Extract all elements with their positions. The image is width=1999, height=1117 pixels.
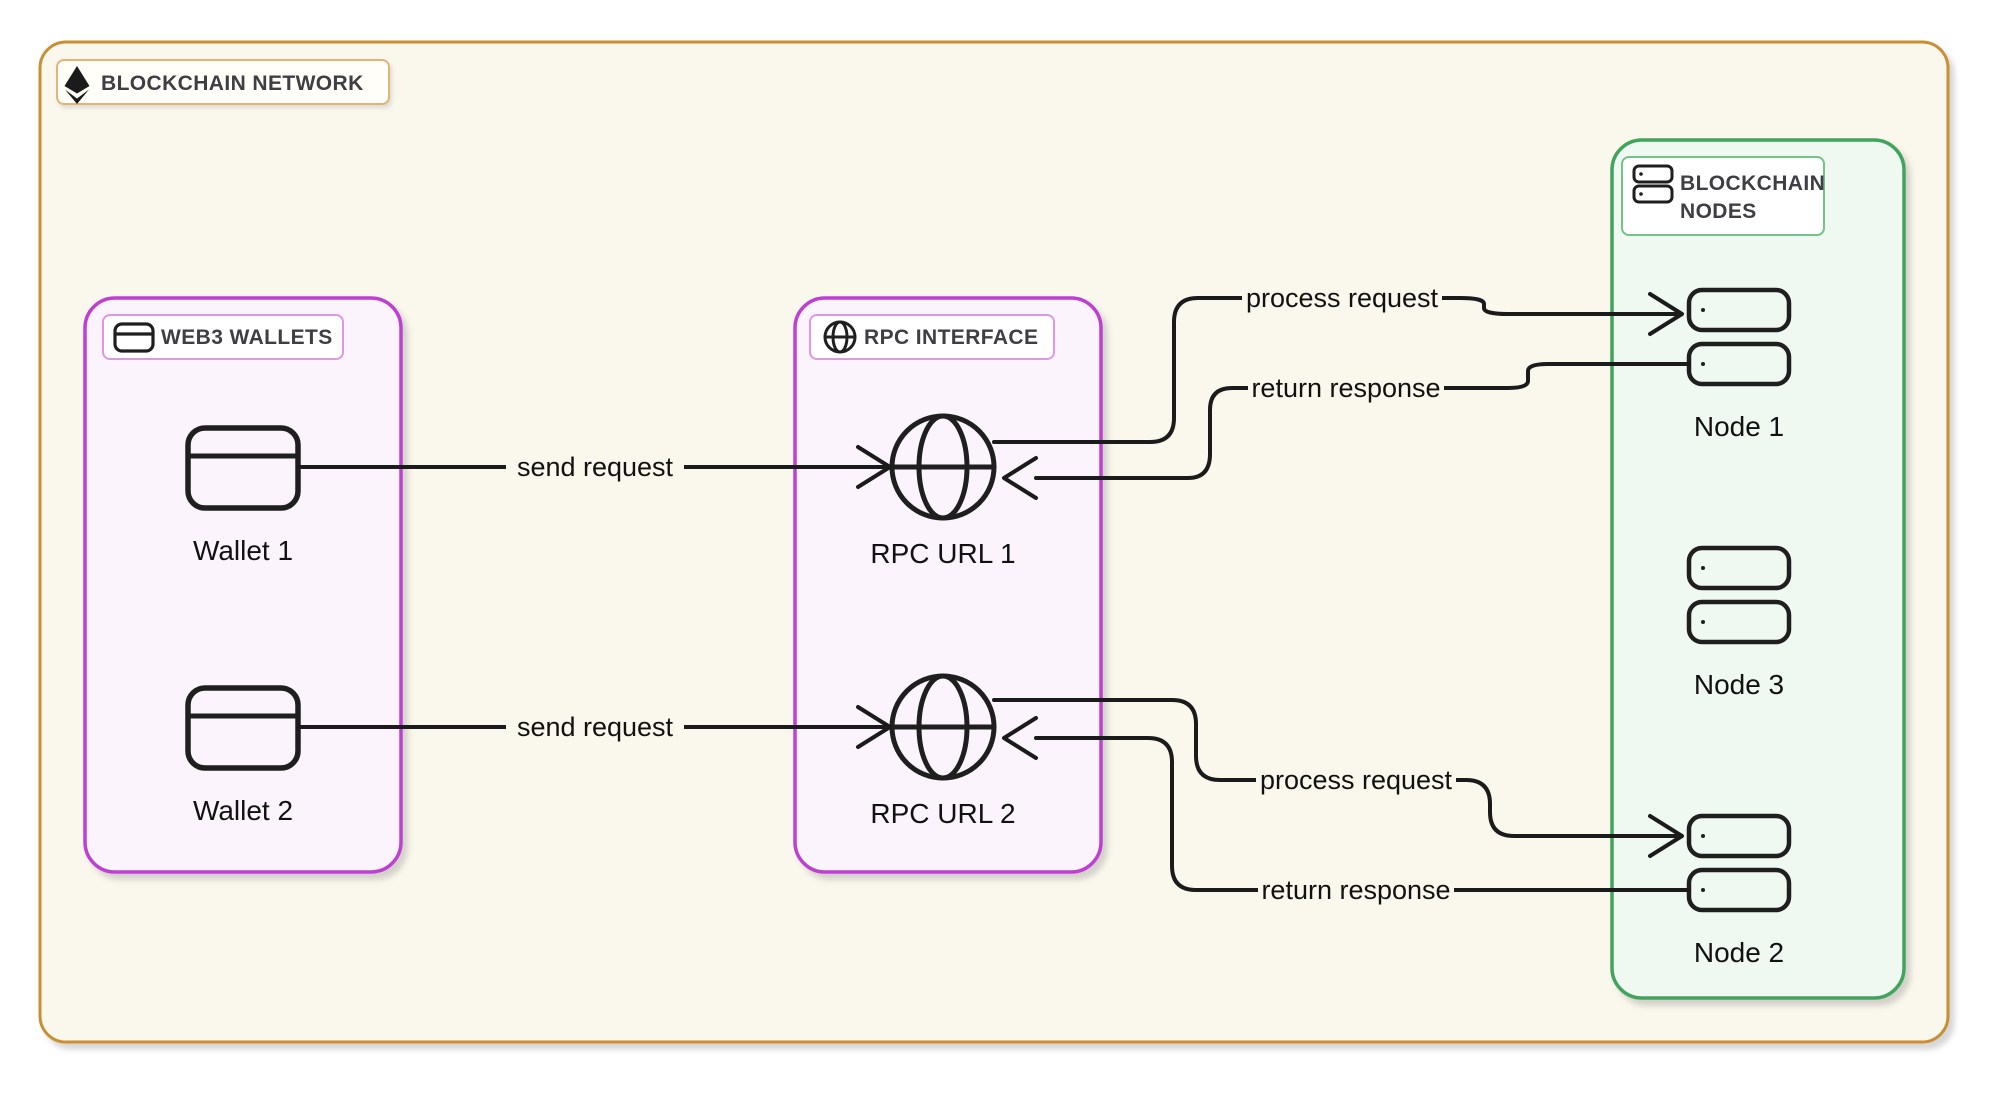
- arrowhead-process2: [1648, 814, 1684, 858]
- edge-wallet2-rpc2: send request: [296, 705, 892, 749]
- edge-label-bg: [506, 709, 684, 745]
- network-title-box: [56, 59, 390, 105]
- wallet-card-icon: [113, 322, 155, 353]
- rpc-interface-group: RPC INTERFACE RPC URL 1 RPC URL 2: [793, 296, 1103, 874]
- web3-wallets-label: WEB3 WALLETS: [161, 326, 333, 349]
- edge-wallet1-rpc1: send request: [296, 445, 892, 489]
- arrowhead-process1: [1648, 292, 1684, 336]
- edge-label-bg: [1258, 872, 1454, 908]
- blockchain-nodes-group: BLOCKCHAIN NODES Node 1 Node 3: [1610, 138, 1906, 1000]
- edge-label-return-response-1: return response: [1251, 373, 1440, 403]
- arrowhead-send2: [856, 705, 892, 749]
- edge-rpc2-node2: process request: [992, 698, 1684, 858]
- web3-wallets-label-box: [102, 314, 344, 360]
- edge-label-process-request-2: process request: [1260, 765, 1453, 795]
- wallet-2-label: Wallet 2: [193, 795, 293, 826]
- edge-label-bg: [1242, 280, 1442, 316]
- rpc-url-1-label: RPC URL 1: [870, 538, 1015, 569]
- edge-label-bg: [506, 449, 684, 485]
- edge-label-process-request-1: process request: [1246, 283, 1439, 313]
- globe-small-icon: [823, 320, 857, 354]
- network-title: BLOCKCHAIN NETWORK: [101, 72, 364, 95]
- node-3-label: Node 3: [1694, 669, 1784, 700]
- edge-node1-rpc1: return response: [1002, 362, 1691, 500]
- blockchain-nodes-label-box: [1621, 156, 1825, 236]
- rpc-url-2-label: RPC URL 2: [870, 798, 1015, 829]
- rpc-interface-label-box: [809, 314, 1055, 360]
- blockchain-nodes-label-line2: NODES: [1680, 200, 1757, 223]
- node-3: Node 3: [1686, 545, 1792, 700]
- blockchain-nodes-box: [1610, 138, 1906, 1000]
- edge-label-send-request-2: send request: [517, 712, 674, 742]
- network-title-badge: BLOCKCHAIN NETWORK: [56, 59, 390, 105]
- server-stack-icon: [1632, 164, 1674, 204]
- web3-wallets-group: WEB3 WALLETS Wallet 1 Wallet 2: [83, 296, 403, 874]
- arrowhead-return2: [1002, 716, 1038, 760]
- arrowhead-send1: [856, 445, 892, 489]
- node-1-label: Node 1: [1694, 411, 1784, 442]
- wallet-1-label: Wallet 1: [193, 535, 293, 566]
- node-2: Node 2: [1686, 813, 1792, 968]
- edge-label-bg: [1248, 370, 1444, 406]
- web3-wallets-box: [83, 296, 403, 874]
- edge-label-bg: [1256, 762, 1456, 798]
- ethereum-icon: [64, 66, 90, 104]
- edge-node2-rpc2: return response: [1002, 716, 1691, 908]
- rpc-url-2-node: RPC URL 2: [870, 673, 1016, 829]
- rpc-interface-label: RPC INTERFACE: [864, 326, 1038, 349]
- edge-label-send-request-1: send request: [517, 452, 674, 482]
- edge-rpc1-node1: process request: [992, 280, 1684, 444]
- arrowhead-return1: [1002, 456, 1038, 500]
- edge-label-return-response-2: return response: [1261, 875, 1450, 905]
- node-2-label: Node 2: [1694, 937, 1784, 968]
- wallet-2-node: Wallet 2: [185, 685, 301, 826]
- blockchain-nodes-label-line1: BLOCKCHAIN: [1680, 172, 1825, 195]
- rpc-interface-box: [793, 296, 1103, 874]
- node-3-icon: [1686, 545, 1792, 645]
